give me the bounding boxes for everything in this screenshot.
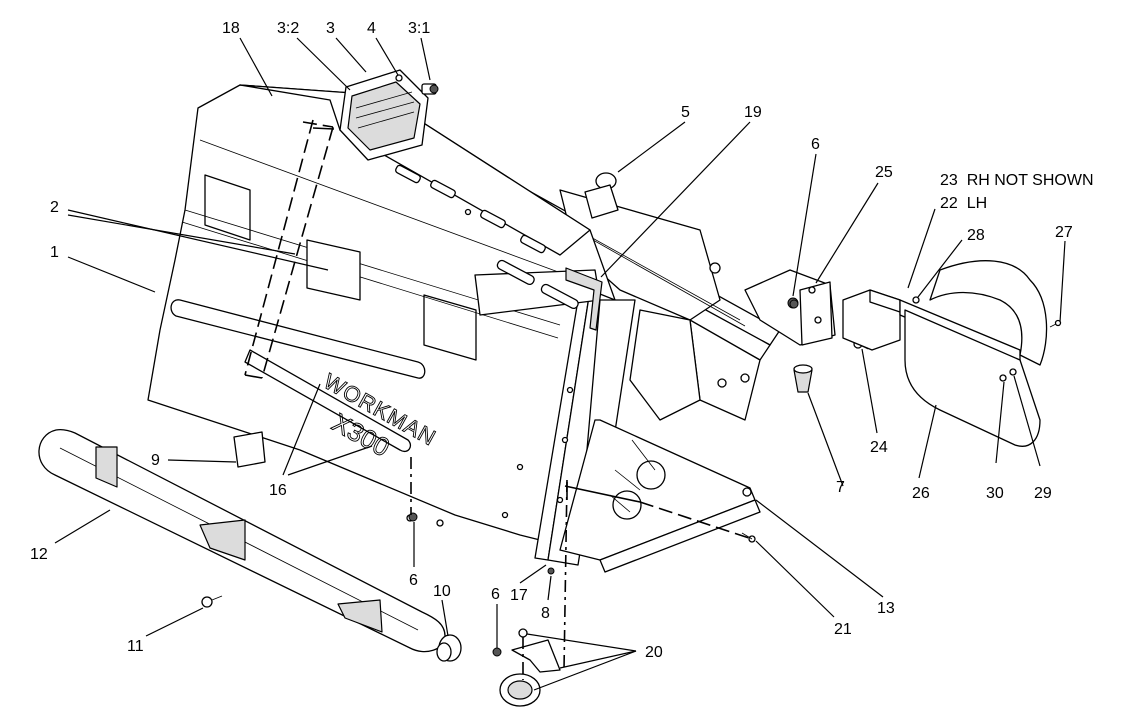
callout-27: 27 [1055,224,1073,241]
end-cap [436,634,462,662]
callout-28: 28 [967,227,985,244]
bulb [421,83,439,95]
hood [147,84,636,566]
callout-6-top: 6 [811,136,820,153]
callout-17: 17 [510,587,528,604]
callout-16: 16 [269,482,287,499]
callout-26: 26 [912,485,930,502]
mounting-bracket [744,269,836,346]
callout-3: 3 [326,20,335,37]
brand-lettering: WORKMAN X300 [319,368,441,463]
callouts: 18 3:2 3 4 3:1 5 19 6 25 2 1 9 16 12 11 … [30,20,1073,661]
callout-2: 2 [50,199,59,216]
callout-8: 8 [541,605,550,622]
callout-11: 11 [127,638,144,655]
callout-24: 24 [870,439,888,456]
knob-5 [584,172,619,219]
callout-6-bottom: 6 [491,586,500,603]
gasket-strip [565,267,603,331]
callout-10: 10 [433,583,451,600]
rubber-bumper [793,364,813,393]
fender [904,260,1062,447]
callout-5: 5 [681,104,690,121]
callout-3-1: 3:1 [408,20,430,37]
screw-8 [547,567,555,575]
callout-25: 25 [875,164,893,181]
notes: 23 RH NOT SHOWN 22 LH [940,172,1094,212]
callout-9: 9 [151,452,160,469]
callout-12: 12 [30,546,48,563]
light-housing [339,69,429,161]
decal-9 [233,431,266,468]
note-lh: 22 LH [940,195,987,212]
callout-19: 19 [744,104,762,121]
bolt-21 [741,532,756,543]
leader-lines [54,37,1066,691]
bolt-11 [201,595,223,608]
callout-29: 29 [1034,485,1052,502]
horn [492,628,561,707]
screw-4 [395,74,403,82]
callout-3-2: 3:2 [277,20,299,37]
assembly-lines [244,119,753,680]
callout-13: 13 [877,600,895,617]
callout-7: 7 [836,479,845,496]
callout-18: 18 [222,20,240,37]
callout-1: 1 [50,244,59,261]
callout-30: 30 [986,485,1004,502]
bottom-plate [559,419,761,573]
nut-6-top [789,299,799,309]
callout-20: 20 [645,644,663,661]
callout-21: 21 [834,621,852,638]
callout-6-center: 6 [409,572,418,589]
callout-4: 4 [367,20,376,37]
note-rh-not-shown: 23 RH NOT SHOWN [940,172,1094,189]
